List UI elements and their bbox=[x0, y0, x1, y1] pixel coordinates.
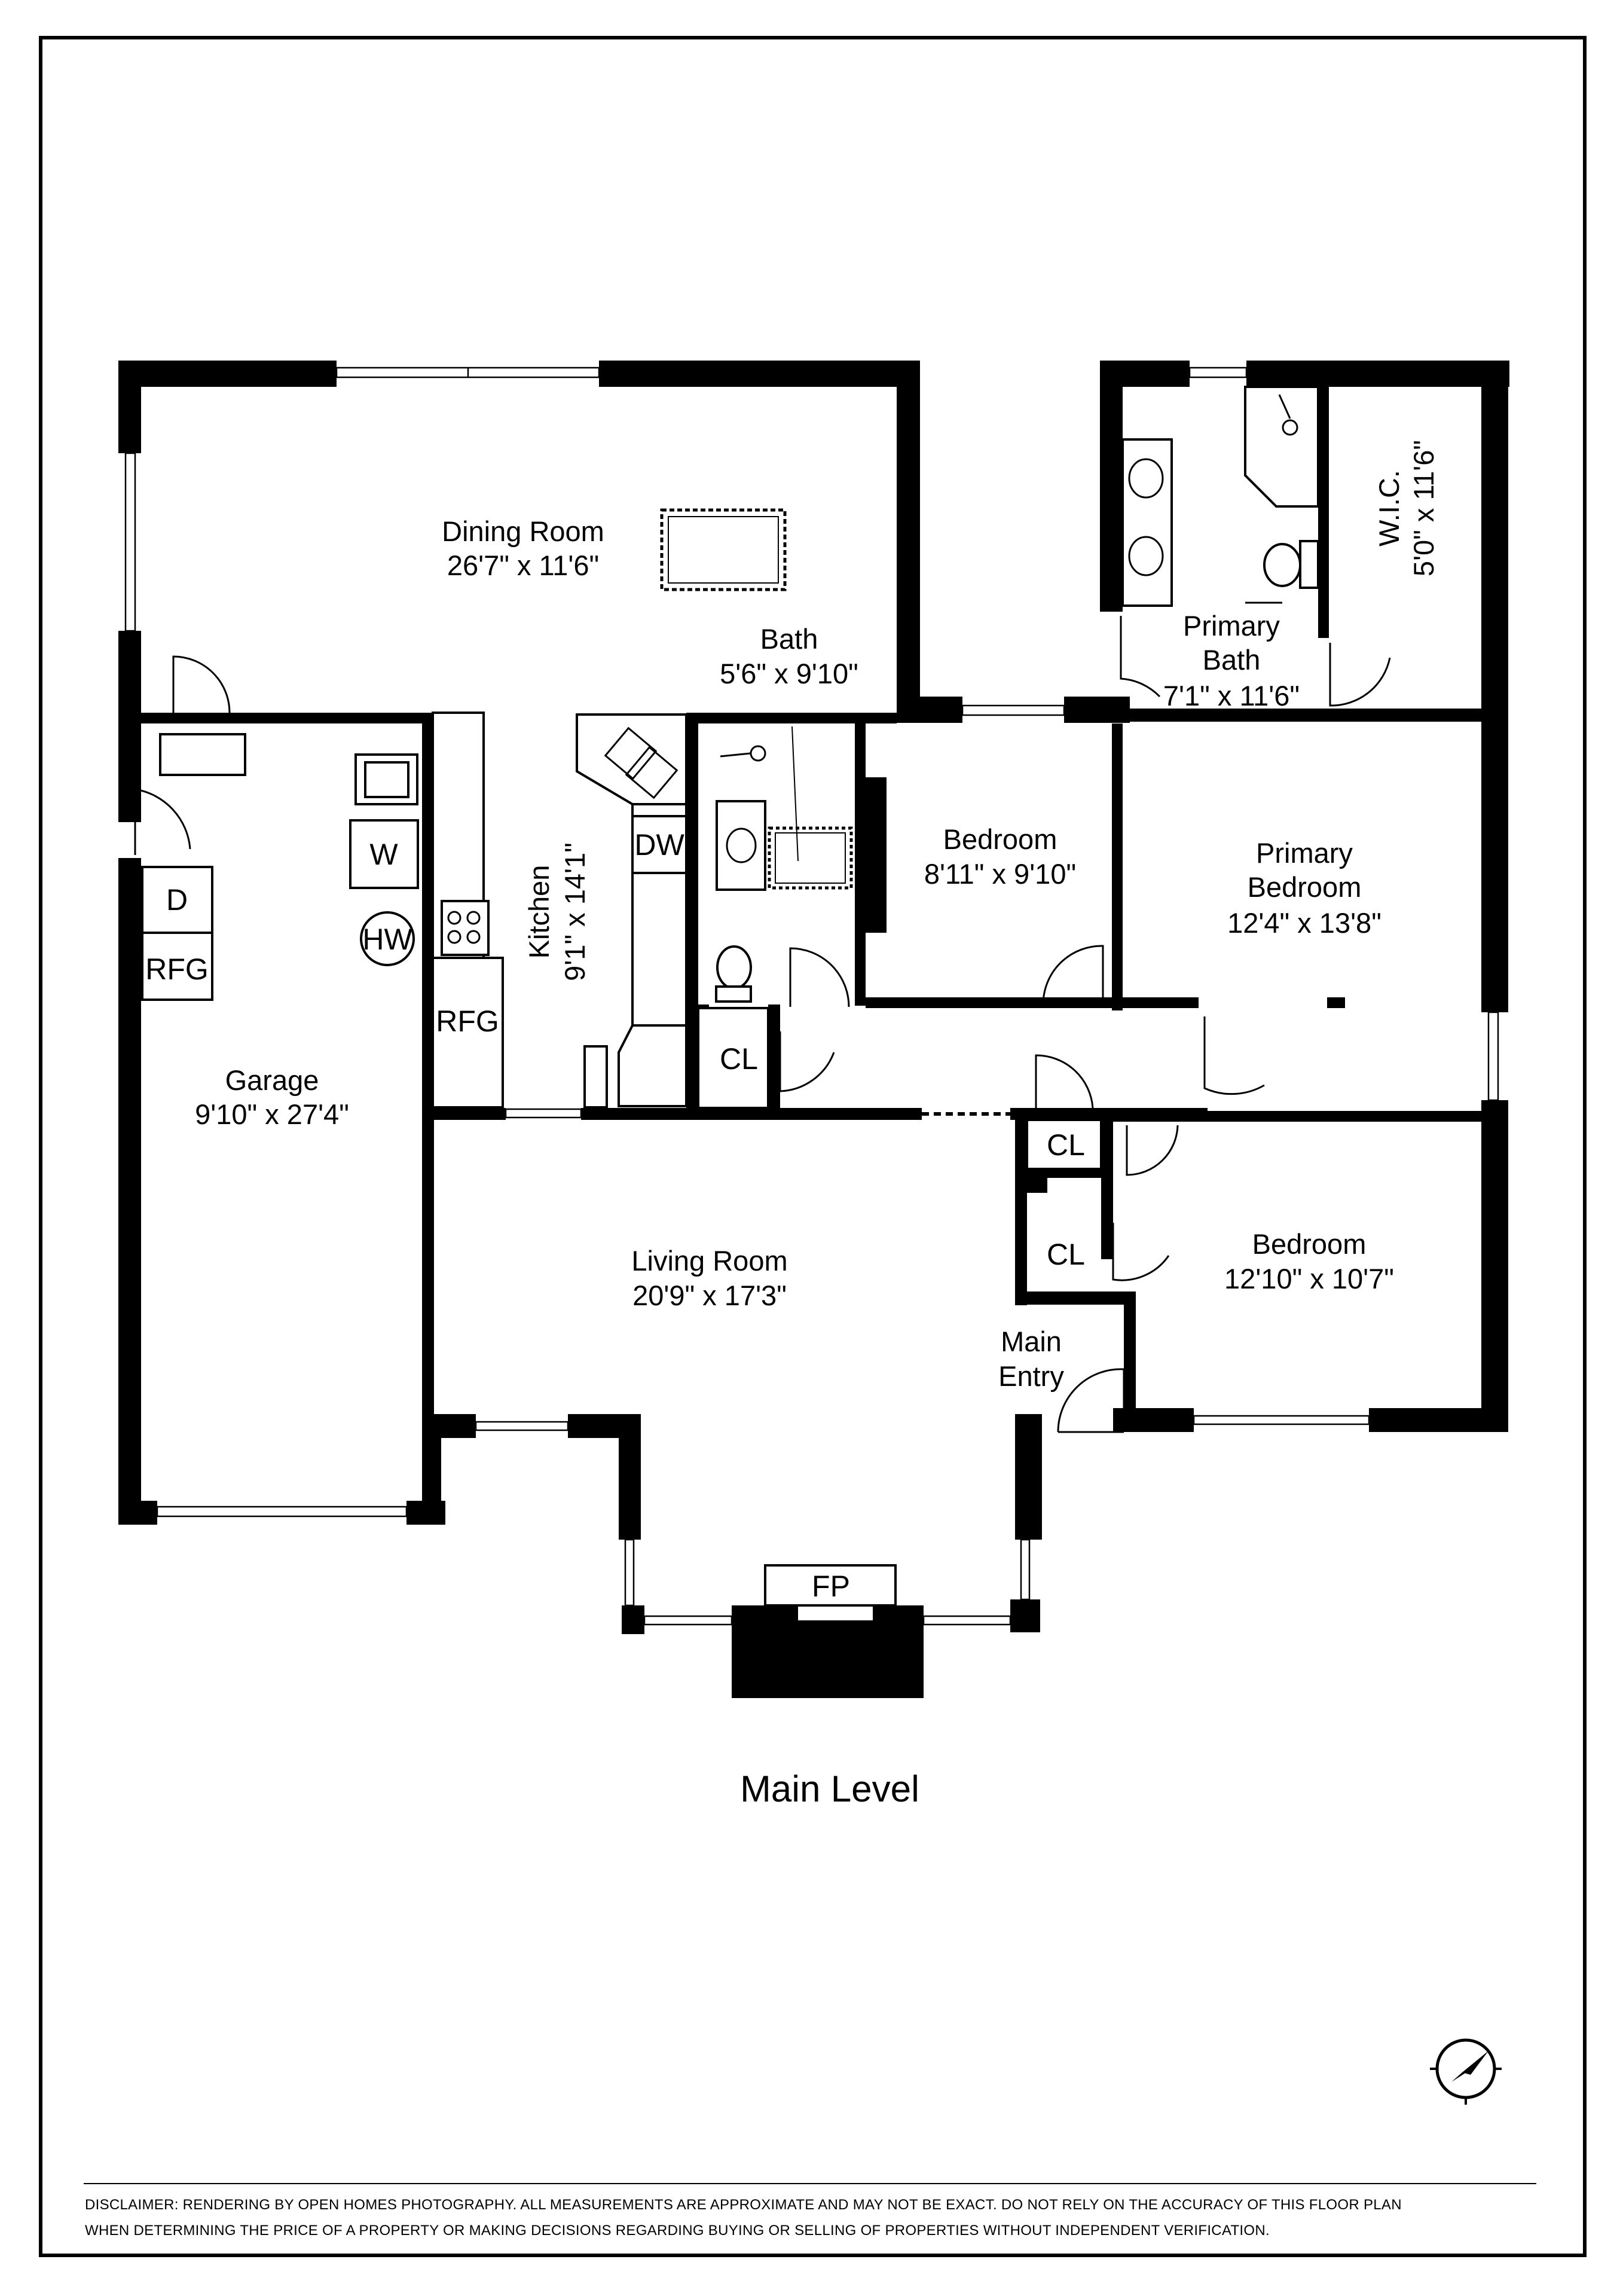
dryer-label: D bbox=[166, 883, 188, 917]
dishwasher-box bbox=[631, 815, 687, 874]
primary-bedroom-dims: 12'4" x 13'8" bbox=[1227, 907, 1381, 939]
kitchen-refrigerator-box bbox=[432, 957, 504, 1109]
upper-closet-label: CL bbox=[1047, 1128, 1085, 1162]
fireplace-hearth bbox=[764, 1564, 897, 1607]
compass-icon bbox=[1430, 2038, 1502, 2105]
main-entry-name-1: Main bbox=[1001, 1326, 1062, 1357]
page-frame bbox=[39, 36, 1587, 2257]
doors bbox=[134, 616, 1391, 1433]
bath-dims: 5'6" x 9'10" bbox=[720, 658, 858, 689]
bedroom-center-name: Bedroom bbox=[943, 823, 1057, 855]
kitchen-name: Kitchen bbox=[523, 865, 555, 959]
kitchen-refrigerator-label: RFG bbox=[436, 1004, 499, 1038]
walls bbox=[118, 361, 1509, 1698]
upper-closet-box bbox=[1026, 1119, 1102, 1170]
disclaimer-line-2: WHEN DETERMINING THE PRICE OF A PROPERTY… bbox=[85, 2222, 1270, 2239]
living-room-dims: 20'9" x 17'3" bbox=[632, 1280, 787, 1311]
water-heater-label: HW bbox=[362, 923, 412, 956]
washer-label: W bbox=[369, 838, 398, 871]
appliance-tags: W HW D RFG RFG DW CL CL CL FP bbox=[141, 815, 1102, 1607]
wic-name: W.I.C. bbox=[1373, 470, 1405, 546]
fireplace-label: FP bbox=[812, 1570, 850, 1603]
wic-dims: 5'0" x 11'6" bbox=[1408, 440, 1439, 576]
bath-name: Bath bbox=[760, 623, 818, 655]
lower-closet-label: CL bbox=[1047, 1238, 1085, 1271]
dining-room-name: Dining Room bbox=[442, 515, 604, 547]
hall-closet-label: CL bbox=[720, 1042, 758, 1076]
disclaimer-line-1: DISCLAIMER: RENDERING BY OPEN HOMES PHOT… bbox=[85, 2197, 1402, 2213]
garage-name: Garage bbox=[225, 1064, 319, 1096]
hall-closet-box bbox=[697, 1007, 769, 1109]
water-heater-circle bbox=[360, 911, 415, 966]
garage-refrigerator-label: RFG bbox=[145, 952, 209, 986]
primary-bath-dims: 7'1" x 11'6" bbox=[1163, 680, 1300, 712]
primary-bath-name-1: Primary bbox=[1183, 610, 1280, 642]
primary-bath-name-2: Bath bbox=[1203, 644, 1261, 676]
garage-dims: 9'10" x 27'4" bbox=[195, 1098, 349, 1130]
kitchen-dims: 9'1" x 14'1" bbox=[559, 842, 591, 981]
main-entry-name-2: Entry bbox=[998, 1360, 1064, 1392]
primary-bedroom-name-2: Bedroom bbox=[1248, 871, 1362, 903]
bedroom-se-name: Bedroom bbox=[1252, 1228, 1367, 1260]
dining-room-dims: 26'7" x 11'6" bbox=[447, 549, 599, 581]
bedroom-center-dims: 8'11" x 9'10" bbox=[924, 858, 1076, 890]
living-room-name: Living Room bbox=[631, 1245, 787, 1277]
dining-table bbox=[660, 508, 787, 591]
dishwasher-label: DW bbox=[634, 828, 684, 862]
level-title: Main Level bbox=[740, 1769, 919, 1810]
primary-bedroom-name-1: Primary bbox=[1256, 837, 1353, 869]
bedroom-se-dims: 12'10" x 10'7" bbox=[1224, 1263, 1394, 1294]
washer-box bbox=[349, 819, 419, 889]
windows bbox=[124, 367, 1499, 1626]
room-labels: Dining Room 26'7" x 11'6" Bath 5'6" x 9'… bbox=[195, 440, 1439, 1392]
